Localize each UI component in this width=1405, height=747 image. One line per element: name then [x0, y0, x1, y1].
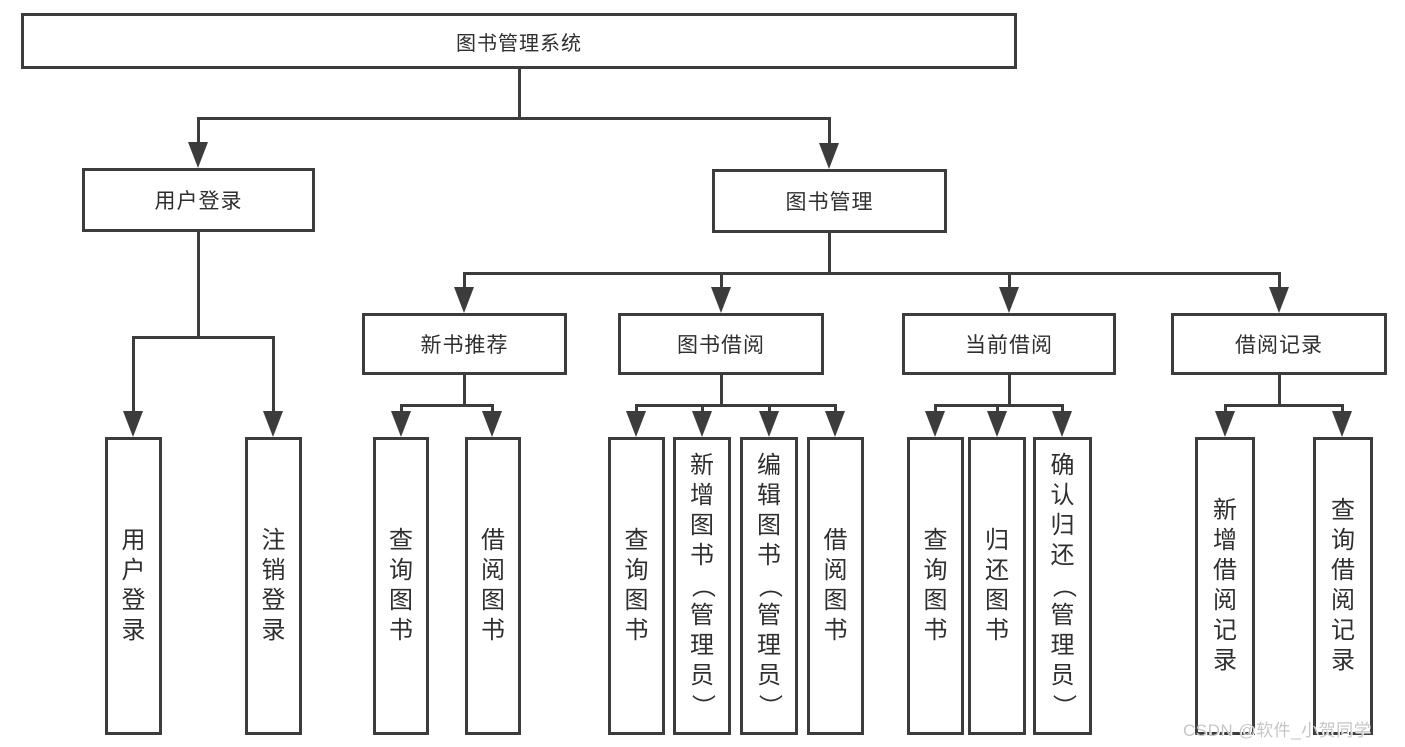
node-book-management: 图书管理: [712, 169, 947, 233]
arrowhead-leaf: [759, 411, 779, 437]
leaf-return-book-label: 归还图书: [985, 527, 1009, 644]
connector-drop-user-login: [197, 117, 200, 145]
node-book-management-label: 图书管理: [785, 191, 874, 214]
arrowhead-leaf-logout: [263, 411, 283, 437]
connector-book-borrow-trunk: [720, 375, 723, 406]
node-borrow-records-label: 借阅记录: [1235, 334, 1323, 357]
leaf-user-login-label: 用户登录: [121, 527, 146, 644]
node-current-borrow-label: 当前借阅: [965, 334, 1053, 357]
arrowhead-borrow-records: [1269, 287, 1289, 313]
connector-drop: [635, 404, 638, 414]
connector-drop: [834, 404, 837, 414]
connector-drop-leaf-login: [132, 336, 135, 412]
arrowhead-leaf: [987, 411, 1007, 437]
leaf-logout-label: 注销登录: [261, 527, 286, 644]
node-user-login: 用户登录: [82, 168, 315, 232]
node-book-borrow: 图书借阅: [618, 313, 824, 375]
leaf-borrow-books-label: 借阅图书: [823, 527, 848, 644]
node-user-login-label: 用户登录: [154, 190, 243, 213]
arrowhead-user-login: [188, 142, 208, 168]
connector-drop-new-book: [463, 272, 466, 290]
node-system: 图书管理系统: [21, 13, 1017, 69]
arrowhead-leaf: [391, 411, 411, 437]
connector-drop: [1061, 404, 1064, 414]
leaf-edit-book-admin-label: 编辑图书（管理员）: [756, 452, 783, 718]
arrowhead-leaf: [1215, 411, 1235, 437]
connector-new-book-trunk: [463, 375, 466, 406]
arrowhead-current-borrow: [999, 287, 1019, 313]
arrowhead-leaf: [925, 411, 945, 437]
leaf-query-books-recommend-label: 查询图书: [389, 527, 413, 644]
connector-current-borrow-trunk: [1008, 375, 1011, 406]
connector-drop: [996, 404, 999, 414]
arrowhead-book-borrow: [711, 287, 731, 313]
connector-drop: [768, 404, 771, 414]
connector-drop: [400, 404, 403, 414]
leaf-query-books-current: 查询图书: [907, 437, 964, 735]
connector-new-book-bar: [400, 404, 494, 407]
leaf-edit-book-admin: 编辑图书（管理员）: [740, 437, 798, 735]
leaf-logout: 注销登录: [245, 437, 302, 735]
connector-drop: [491, 404, 494, 414]
connector-level3-bar: [463, 272, 1280, 275]
node-book-borrow-label: 图书借阅: [677, 334, 765, 357]
node-system-label: 图书管理系统: [456, 32, 582, 55]
leaf-add-borrow-record: 新增借阅记录: [1195, 437, 1255, 735]
leaf-return-book: 归还图书: [968, 437, 1026, 735]
connector-user-login-bar: [132, 336, 275, 339]
connector-drop-current-borrow: [1008, 272, 1011, 290]
arrowhead-leaf-login: [123, 411, 143, 437]
arrowhead-leaf: [1052, 411, 1072, 437]
connector-book-borrow-bar: [635, 404, 836, 407]
leaf-query-books-current-label: 查询图书: [923, 527, 948, 644]
connector-user-login-trunk: [197, 232, 200, 336]
arrowhead-leaf: [482, 411, 502, 437]
leaf-borrow-books-recommend-label: 借阅图书: [481, 527, 505, 644]
leaf-query-books-borrow-label: 查询图书: [624, 527, 649, 644]
leaf-user-login: 用户登录: [105, 437, 162, 735]
leaf-add-book-admin-label: 新增图书（管理员）: [689, 452, 716, 718]
node-current-borrow: 当前借阅: [902, 313, 1116, 375]
leaf-add-book-admin: 新增图书（管理员）: [673, 437, 731, 735]
csdn-watermark: CSDN @软件_小贺同学: [1183, 721, 1372, 740]
connector-drop: [701, 404, 704, 414]
connector-drop-book-borrow: [720, 272, 723, 290]
connector-drop: [1224, 404, 1227, 414]
leaf-query-borrow-record-label: 查询借阅记录: [1331, 497, 1355, 674]
leaf-borrow-books: 借阅图书: [807, 437, 864, 735]
connector-borrow-records-bar: [1224, 404, 1344, 407]
connector-book-mgmt-trunk: [828, 233, 831, 274]
connector-drop-leaf-logout: [272, 336, 275, 412]
connector-level2-bar: [197, 117, 831, 120]
leaf-confirm-return-admin: 确认归还（管理员）: [1033, 437, 1092, 735]
leaf-query-books-recommend: 查询图书: [373, 437, 429, 735]
leaf-borrow-books-recommend: 借阅图书: [465, 437, 521, 735]
arrowhead-leaf: [626, 411, 646, 437]
node-borrow-records: 借阅记录: [1171, 313, 1387, 375]
connector-root-trunk: [518, 69, 521, 117]
node-new-book-recommend: 新书推荐: [362, 313, 567, 375]
connector-drop: [934, 404, 937, 414]
arrowhead-leaf: [1332, 411, 1352, 437]
node-new-book-recommend-label: 新书推荐: [420, 334, 509, 357]
leaf-confirm-return-admin-label: 确认归还（管理员）: [1049, 452, 1077, 718]
arrowhead-leaf: [825, 411, 845, 437]
leaf-query-books-borrow: 查询图书: [608, 437, 665, 735]
arrowhead-book-mgmt: [819, 143, 839, 169]
leaf-query-borrow-record: 查询借阅记录: [1313, 437, 1373, 735]
connector-drop: [1341, 404, 1344, 414]
arrowhead-new-book: [454, 287, 474, 313]
arrowhead-leaf: [692, 411, 712, 437]
connector-borrow-records-trunk: [1278, 375, 1281, 406]
leaf-add-borrow-record-label: 新增借阅记录: [1213, 497, 1237, 674]
connector-drop-book-mgmt: [828, 117, 831, 145]
connector-drop-borrow-records: [1278, 272, 1281, 290]
